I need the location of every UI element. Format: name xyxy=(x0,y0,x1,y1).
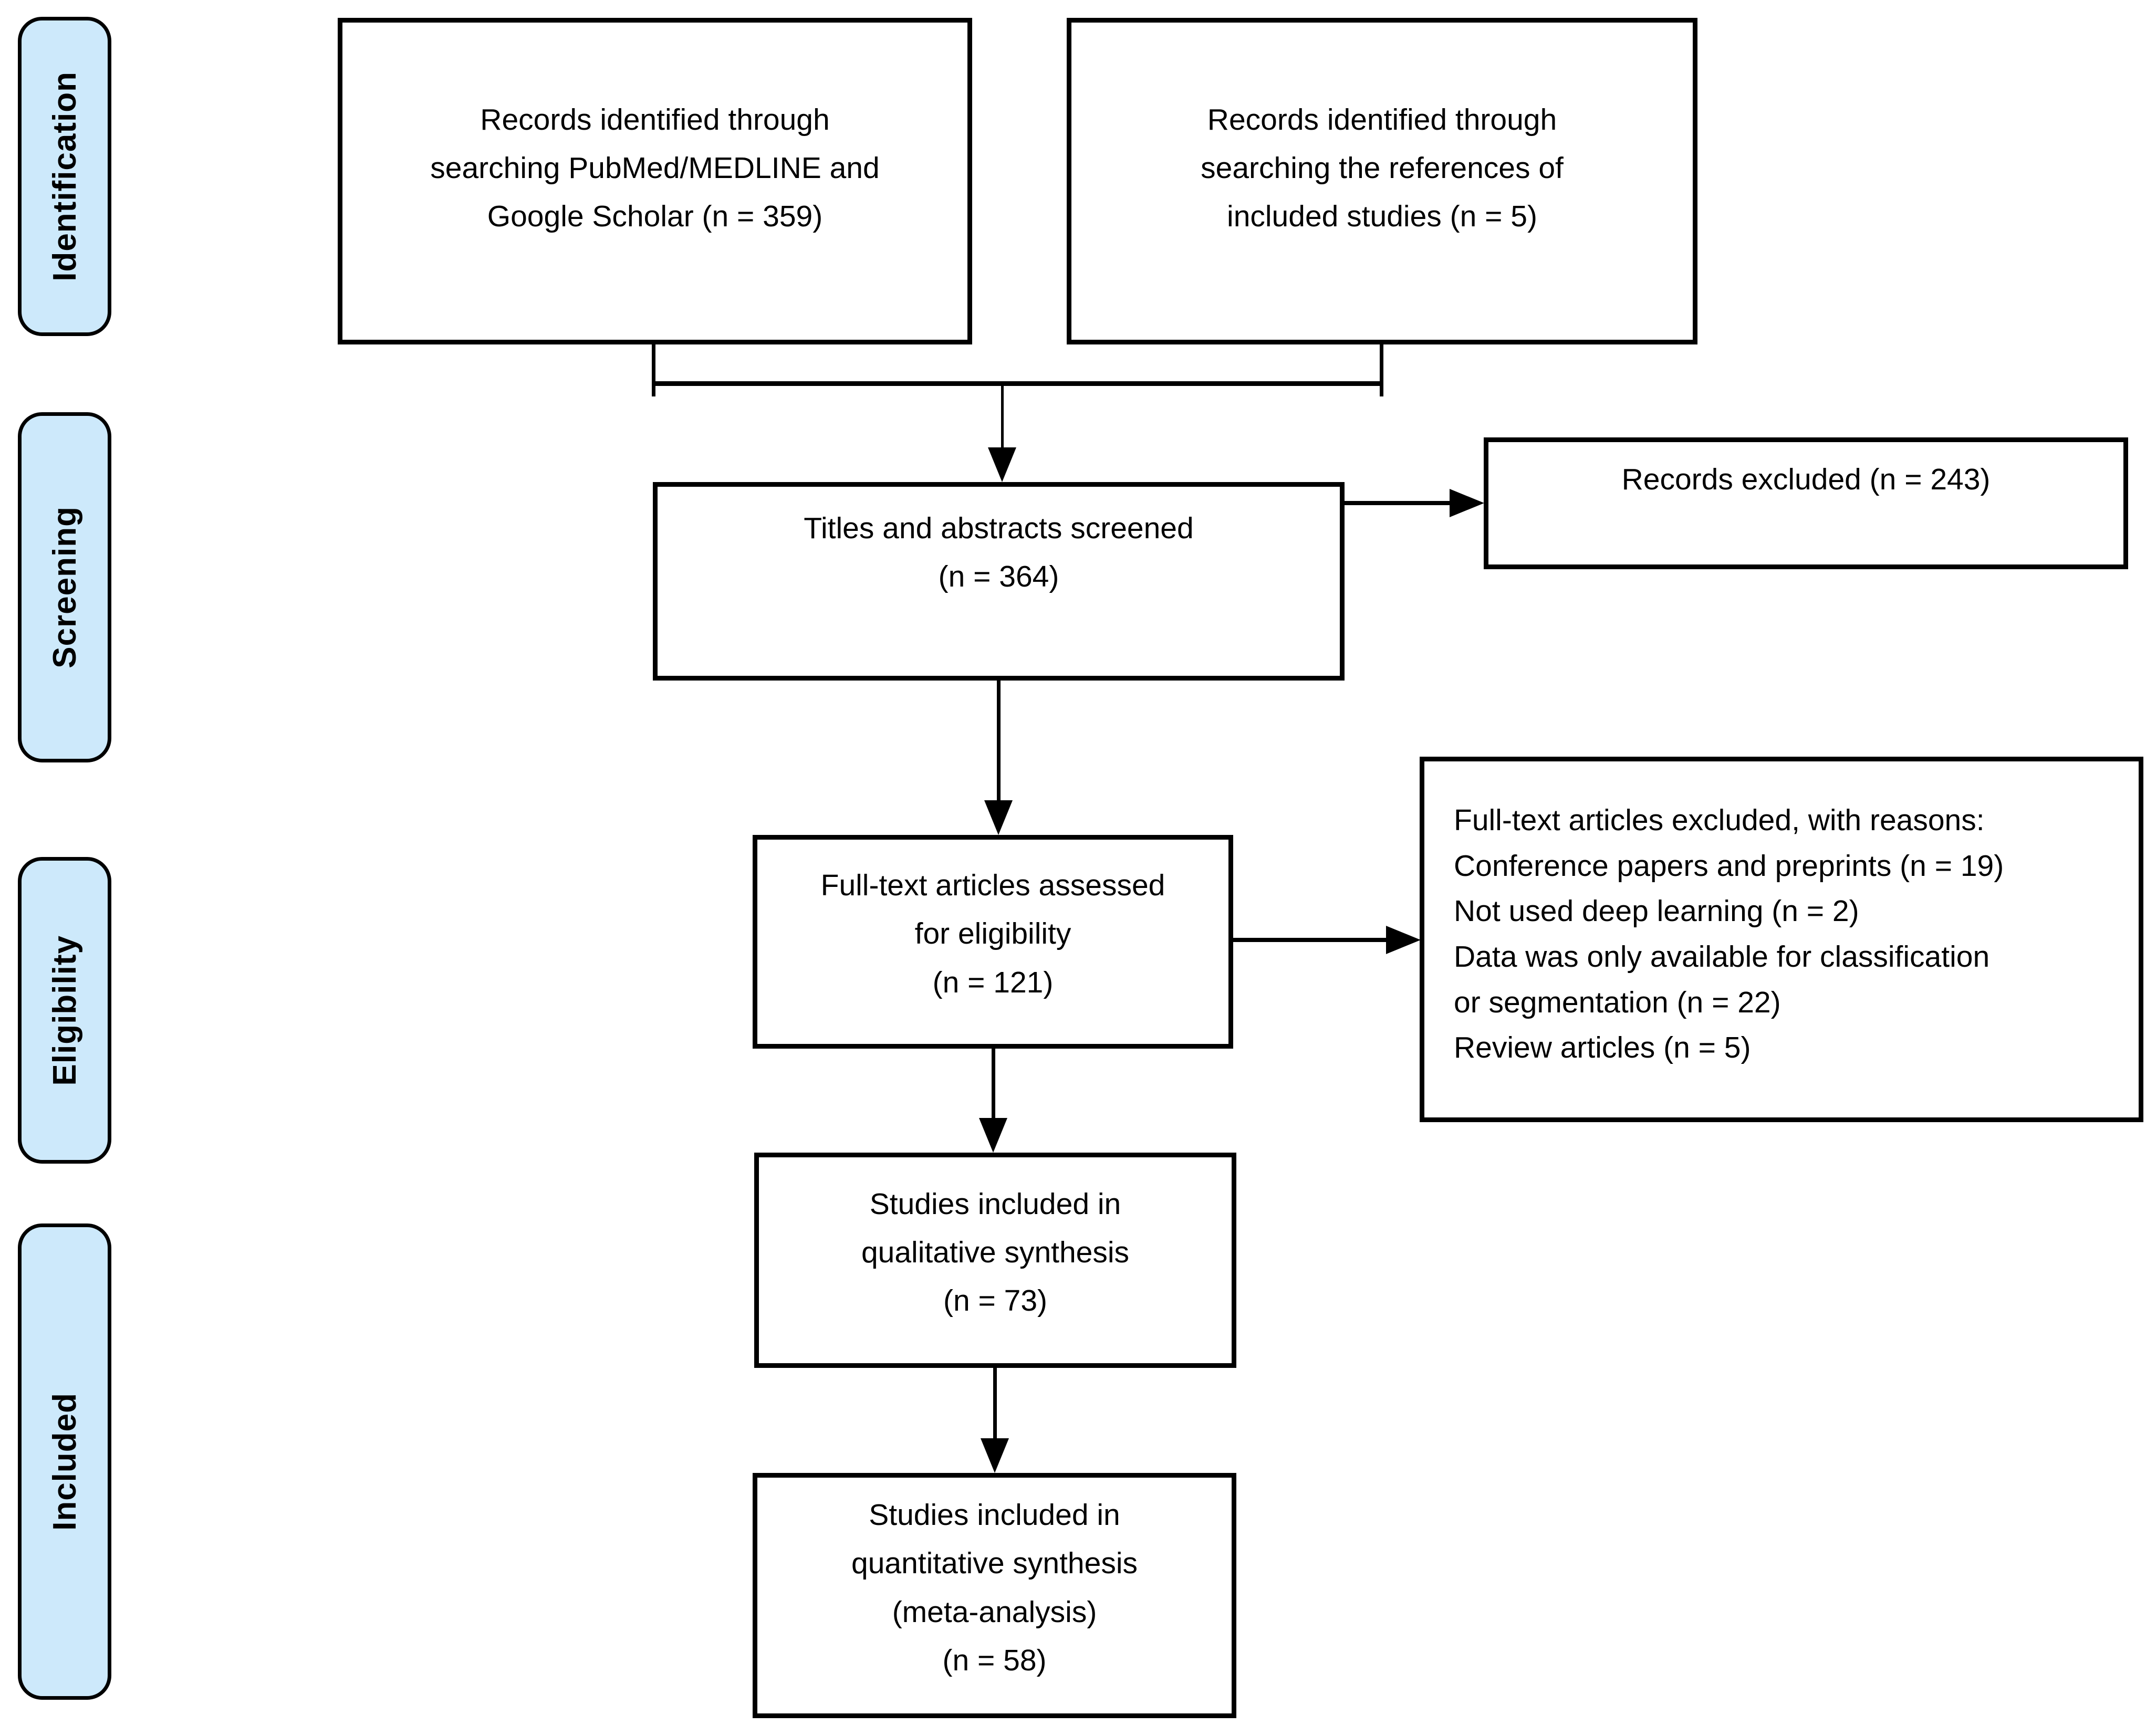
stage-screening: Screening xyxy=(18,412,111,762)
arrowhead-down xyxy=(984,800,1013,835)
text-line: Studies included in xyxy=(869,1187,1121,1221)
text-line: (n = 364) xyxy=(938,560,1059,593)
arrowhead-down xyxy=(981,1438,1009,1473)
connector-search-stub xyxy=(652,342,655,396)
box-quantitative-synthesis: Studies included in quantitative synthes… xyxy=(753,1473,1236,1718)
text-line: Records excluded (n = 243) xyxy=(1621,463,1991,497)
text-line: Not used deep learning (n = 2) xyxy=(1454,894,1859,928)
text-line: Records identified through xyxy=(1207,102,1557,137)
arrowhead-right xyxy=(1450,489,1484,517)
box-records-excluded: Records excluded (n = 243) xyxy=(1484,437,2128,569)
arrowhead-down xyxy=(979,1118,1007,1153)
connector-merge-bracket xyxy=(652,381,1383,386)
text-line: Data was only available for classificati… xyxy=(1454,940,1990,974)
box-fulltext-excluded: Full-text articles excluded, with reason… xyxy=(1420,757,2143,1122)
stage-identification: Identification xyxy=(18,17,111,336)
stage-label-identification: Identification xyxy=(46,71,83,281)
text-line: Conference papers and preprints (n = 19) xyxy=(1454,849,2004,883)
arrowhead-down xyxy=(988,447,1016,482)
text-line: for eligibility xyxy=(914,917,1071,951)
connector-screened-to-assessed xyxy=(997,679,1001,802)
connector-merge-to-screened xyxy=(1001,385,1004,451)
stage-label-included: Included xyxy=(46,1393,83,1531)
text-line: Google Scholar (n = 359) xyxy=(487,200,823,234)
text-line: Full-text articles excluded, with reason… xyxy=(1454,803,1985,838)
stage-label-screening: Screening xyxy=(46,506,83,668)
text-line: included studies (n = 5) xyxy=(1227,200,1537,234)
stage-eligibility: Eligibility xyxy=(18,857,111,1164)
box-records-identified-search: Records identified through searching Pub… xyxy=(338,18,972,344)
text-line: qualitative synthesis xyxy=(861,1235,1130,1269)
text-line: Studies included in xyxy=(869,1498,1120,1532)
arrowhead-right xyxy=(1386,926,1421,954)
connector-assessed-to-excluded xyxy=(1232,938,1388,942)
text-line: (n = 73) xyxy=(943,1284,1048,1318)
text-line: (meta-analysis) xyxy=(892,1595,1097,1629)
connector-references-stub xyxy=(1380,342,1383,396)
box-qualitative-synthesis: Studies included in qualitative synthesi… xyxy=(754,1153,1236,1368)
box-fulltext-assessed: Full-text articles assessed for eligibil… xyxy=(753,835,1233,1049)
box-records-identified-references: Records identified through searching the… xyxy=(1067,18,1697,344)
text-line: Titles and abstracts screened xyxy=(804,511,1194,545)
stage-label-eligibility: Eligibility xyxy=(46,935,83,1086)
connector-assessed-to-qualitative xyxy=(992,1048,995,1120)
text-line: Full-text articles assessed xyxy=(820,869,1165,902)
text-line: Review articles (n = 5) xyxy=(1454,1031,1751,1065)
text-line: Records identified through xyxy=(480,102,830,137)
text-line: (n = 121) xyxy=(932,965,1054,999)
text-line: quantitative synthesis xyxy=(851,1546,1138,1581)
text-line: or segmentation (n = 22) xyxy=(1454,985,1781,1019)
stage-included: Included xyxy=(18,1223,111,1700)
text-line: searching the references of xyxy=(1201,151,1564,185)
text-line: searching PubMed/MEDLINE and xyxy=(430,151,880,185)
text-line: (n = 58) xyxy=(942,1643,1047,1677)
connector-screened-to-excluded xyxy=(1342,501,1453,505)
box-titles-abstracts-screened: Titles and abstracts screened (n = 364) xyxy=(653,482,1345,681)
connector-qualitative-to-quantitative xyxy=(993,1367,997,1440)
